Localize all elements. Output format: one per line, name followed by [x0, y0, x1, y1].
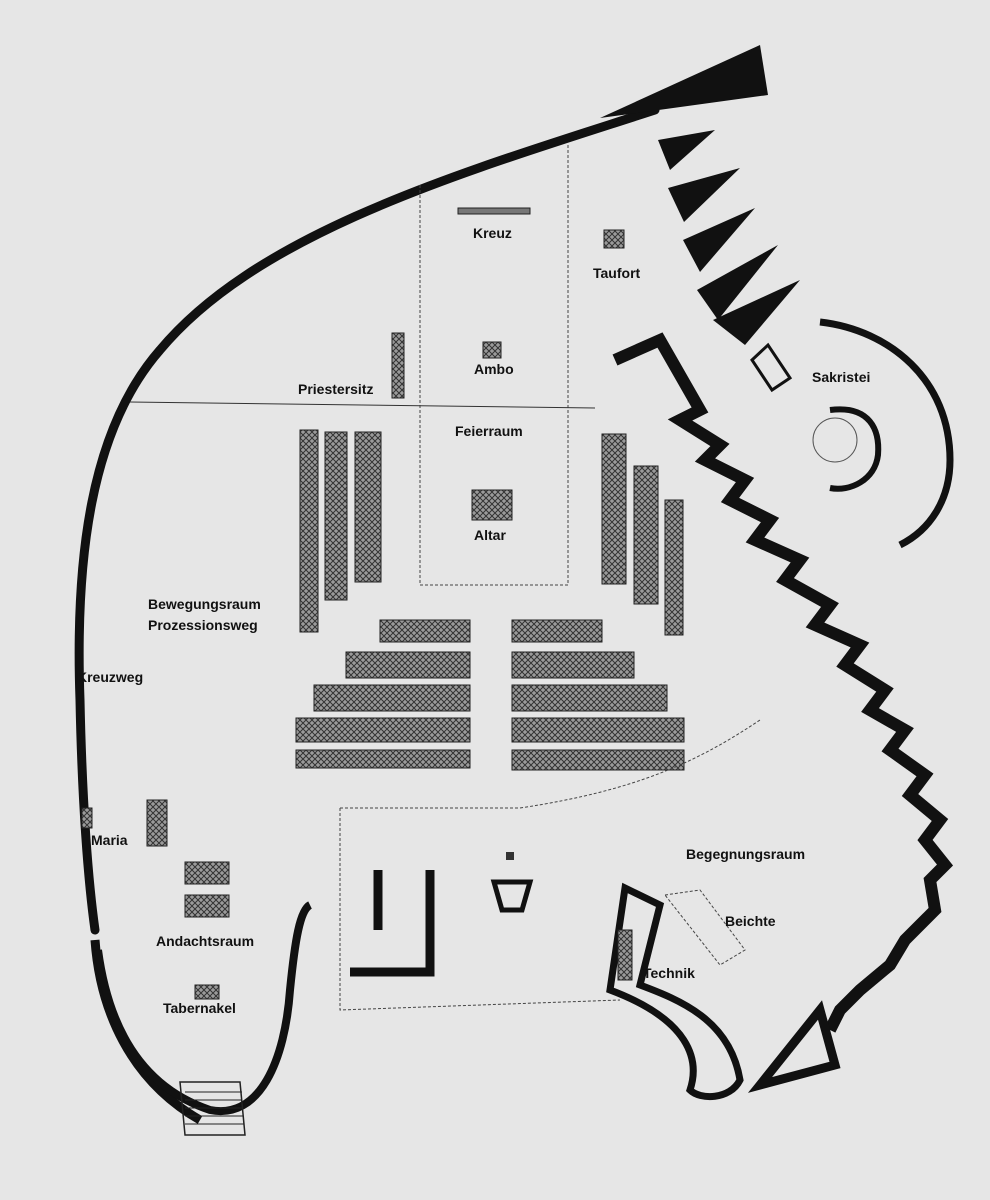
technik-hatch [617, 929, 633, 981]
taufort-symbol [603, 229, 625, 249]
beichte-outline [664, 889, 746, 966]
label-beichte: Beichte [725, 913, 776, 929]
maria-bench [146, 799, 168, 847]
wedge-3 [683, 208, 755, 272]
pew-left-3 [354, 431, 382, 583]
label-kreuz: Kreuz [473, 225, 512, 241]
wedge-2 [668, 168, 740, 222]
entry-font [490, 879, 534, 913]
pew-left-2 [324, 431, 348, 601]
outer-curved-wall [74, 105, 660, 935]
pew-h-right-4 [511, 717, 685, 743]
kreuz-bar [457, 207, 531, 215]
label-altar: Altar [474, 527, 506, 543]
wedge-1 [658, 130, 715, 170]
pew-right-2 [633, 465, 659, 605]
andacht-pew-1 [184, 861, 230, 885]
priestersitz-symbol [391, 332, 405, 399]
label-priestersitz: Priestersitz [298, 381, 373, 397]
wedge-5 [713, 280, 800, 345]
label-bewegungsraum: Bewegungsraum [148, 596, 261, 612]
label-feierraum: Feierraum [455, 423, 523, 439]
pew-h-left-4 [295, 717, 471, 743]
pew-h-left-3 [313, 684, 471, 712]
ambo-symbol [482, 341, 502, 359]
technik-wall [606, 882, 744, 1101]
maria-symbol [81, 807, 93, 829]
pew-h-left-1 [379, 619, 471, 643]
pew-h-left-2 [345, 651, 471, 679]
cross-line [129, 401, 596, 409]
top-wedge-wall [600, 45, 768, 118]
pew-h-left-5 [295, 749, 471, 769]
pew-h-right-3 [511, 684, 668, 712]
entry-outline [339, 719, 761, 1011]
sakristei-stair [829, 406, 882, 492]
andacht-pew-2 [184, 894, 230, 918]
label-begegnungsraum: Begegnungsraum [686, 846, 805, 862]
pew-left-1 [299, 429, 319, 633]
sakristei-entry [750, 342, 793, 393]
pew-h-right-1 [511, 619, 603, 643]
tabernakel-symbol [194, 984, 220, 1000]
pew-h-right-5 [511, 749, 685, 771]
altar-symbol [471, 489, 513, 521]
sakristei-wall [819, 318, 954, 549]
label-sakristei: Sakristei [812, 369, 870, 385]
stair-treads [185, 1091, 244, 1125]
label-tabernakel: Tabernakel [163, 1000, 236, 1016]
outer-curved-wall-lower [90, 939, 203, 1124]
zigzag-wall [612, 332, 954, 1033]
spiral-stair [812, 417, 858, 463]
label-technik: Technik [643, 965, 695, 981]
pew-h-right-2 [511, 651, 635, 679]
entry-wall-l [350, 870, 435, 977]
label-maria: Maria [91, 832, 128, 848]
pew-right-3 [664, 499, 684, 636]
label-andachtsraum: Andachtsraum [156, 933, 254, 949]
label-taufort: Taufort [593, 265, 641, 281]
andachtsraum-wall [94, 901, 313, 1116]
label-prozessionsweg: Prozessionsweg [148, 617, 258, 633]
label-kreuzweg: Kreuzweg [77, 669, 143, 685]
entry-small-square [506, 852, 514, 860]
label-ambo: Ambo [474, 361, 514, 377]
bottom-right-wedge [747, 1000, 841, 1093]
pew-right-1 [601, 433, 627, 585]
wedge-4 [697, 245, 778, 320]
stair-outline [179, 1081, 246, 1136]
